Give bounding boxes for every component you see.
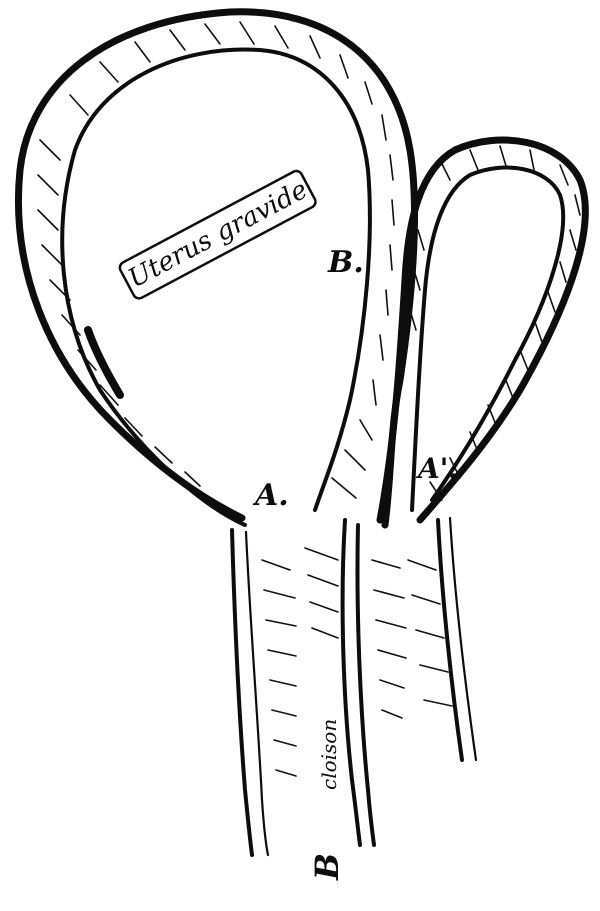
gravid-uterus-inner-dark-edge — [88, 330, 120, 395]
right-canal — [408, 518, 476, 760]
marker-a-prime: A'. — [415, 452, 458, 485]
marker-b-upper: B. — [327, 245, 364, 280]
right-canal-wall-b — [450, 518, 476, 760]
left-canal-hatching — [262, 560, 296, 776]
left-canal — [232, 530, 296, 855]
marker-b-lower: B — [308, 853, 346, 881]
gravid-uterus-inner-contour — [62, 50, 370, 525]
left-canal-wall-b — [246, 532, 268, 855]
marker-a: A. — [252, 478, 289, 513]
uterus-gravide-label-group: Uterus gravide — [118, 169, 318, 301]
septum-line-b — [357, 525, 374, 845]
septum-canal — [305, 520, 406, 845]
nongravid-uterus-outer-contour — [380, 140, 585, 520]
right-canal-wall-a — [438, 520, 462, 760]
uterus-gravide-label: Uterus gravide — [124, 175, 313, 295]
nongravid-uterus-wall — [380, 140, 585, 520]
cloison-label: cloison — [317, 719, 341, 790]
